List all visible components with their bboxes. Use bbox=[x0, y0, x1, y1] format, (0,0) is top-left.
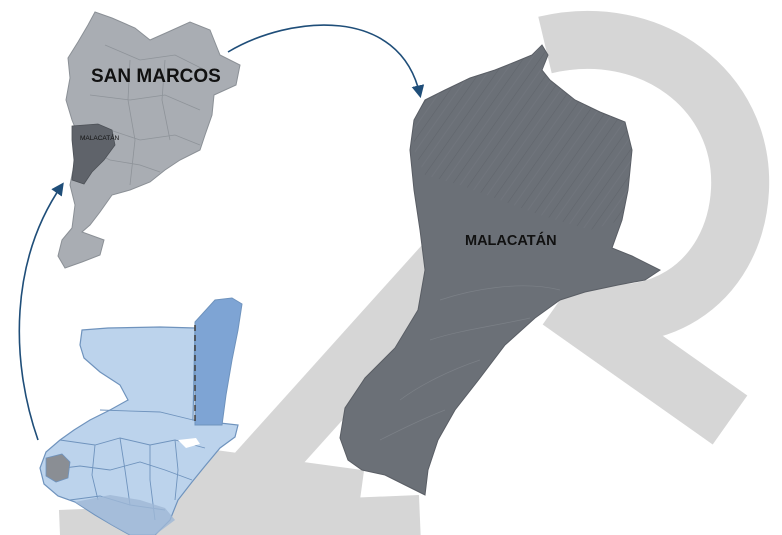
watermark-leg bbox=[542, 275, 748, 445]
guatemala-department-borders bbox=[47, 409, 206, 521]
watermark-graphic bbox=[58, 11, 770, 535]
guatemala-map bbox=[39, 297, 243, 535]
lake-shape bbox=[178, 438, 200, 448]
malacatan-small-label: MALACATÁN bbox=[80, 133, 120, 142]
pacific-coast-region bbox=[75, 495, 175, 535]
san-marcos-map: SAN MARCOS MALACATÁN bbox=[57, 11, 241, 269]
guatemala-country-shape bbox=[39, 326, 239, 535]
arrow-department-to-municipality bbox=[227, 24, 425, 99]
watermark-bowl bbox=[538, 11, 770, 343]
malacatan-river-lines bbox=[379, 285, 561, 441]
belize-shape bbox=[194, 297, 243, 426]
san-marcos-label: SAN MARCOS bbox=[91, 66, 221, 87]
watermark-stroke-c bbox=[58, 495, 421, 535]
arrow-country-to-department bbox=[18, 182, 64, 441]
malacatan-large-label: MALACATÁN bbox=[465, 232, 557, 249]
malacatan-highlight-small bbox=[71, 123, 116, 185]
malacatan-map: MALACATÁN bbox=[339, 44, 661, 496]
malacatan-relief bbox=[414, 45, 632, 230]
san-marcos-internal-borders bbox=[89, 44, 206, 186]
san-marcos-highlight bbox=[45, 453, 71, 483]
